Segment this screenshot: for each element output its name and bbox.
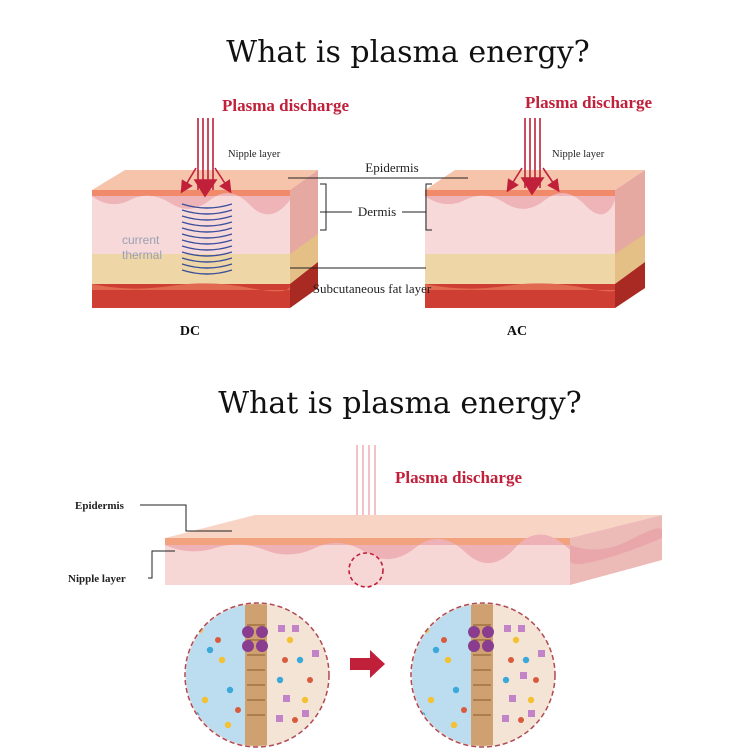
dc-nipple-label: Nipple layer — [228, 149, 281, 160]
epidermis-center-label: Epidermis — [365, 160, 418, 175]
ac-plasma-arrows — [506, 118, 560, 196]
watermark-current: current — [122, 233, 160, 247]
bottom-title: What is plasma energy? — [218, 386, 582, 421]
ac-skin-block — [425, 170, 645, 308]
cell-membrane-after — [410, 602, 556, 748]
top-title: What is plasma energy? — [226, 35, 590, 70]
bottom-epidermis-label: Epidermis — [75, 500, 125, 512]
bottom-plasma-label: Plasma discharge — [395, 468, 522, 487]
dc-thermal-waves — [181, 203, 233, 275]
center-leader-lines — [288, 177, 468, 269]
dc-plasma-label: Plasma discharge — [222, 96, 349, 115]
ac-plasma-label: Plasma discharge — [525, 93, 652, 112]
slab-top-face — [165, 515, 662, 538]
ac-nipple-label: Nipple layer — [552, 149, 605, 160]
target-zone-circle — [348, 552, 384, 588]
watermark-thermal: thermal — [122, 248, 162, 262]
dc-skin-block — [92, 170, 318, 308]
dc-plasma-arrows — [180, 118, 232, 198]
ac-fat-layer — [425, 254, 615, 284]
bottom-nipple-label: Nipple layer — [68, 573, 126, 585]
dc-fat-layer — [92, 254, 290, 284]
dc-epidermis-layer — [92, 190, 290, 196]
ac-epidermis-layer — [425, 190, 615, 196]
dc-label: DC — [180, 324, 200, 339]
transition-arrow-icon — [350, 650, 385, 678]
ac-label: AC — [507, 324, 527, 339]
bottom-leader-lines — [140, 504, 232, 579]
subcutaneous-label: Subcutaneous fat layer — [313, 281, 432, 296]
cell-membrane-before — [184, 602, 330, 748]
slab-epidermis — [165, 538, 570, 545]
dermis-center-label: Dermis — [358, 204, 396, 219]
bottom-skin-slab — [165, 515, 662, 585]
